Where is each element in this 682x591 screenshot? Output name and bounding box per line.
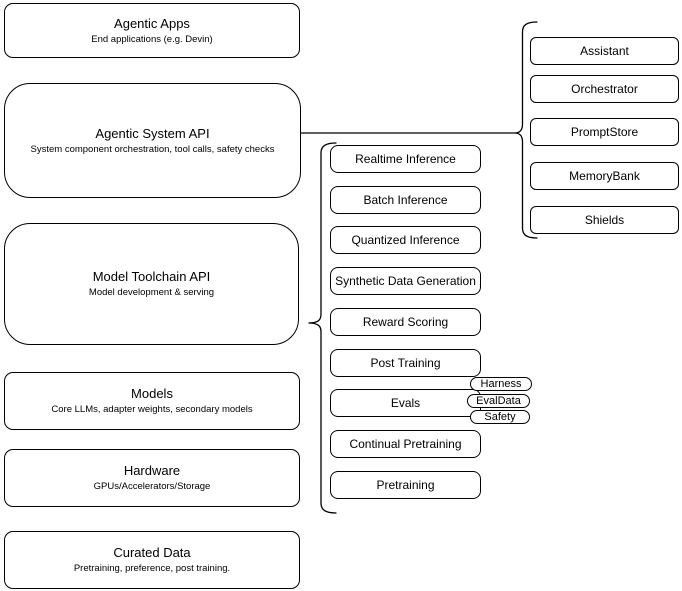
node-subtitle: GPUs/Accelerators/Storage <box>93 481 211 492</box>
eval-tag-evaldata: EvalData <box>467 394 530 408</box>
system-item-assistant: Assistant <box>530 37 679 65</box>
node-subtitle: Model development & serving <box>88 287 215 298</box>
node-subtitle: End applications (e.g. Devin) <box>91 33 213 45</box>
node-subtitle: Core LLMs, adapter weights, secondary mo… <box>51 404 253 415</box>
toolchain-item-reward-scoring: Reward Scoring <box>330 308 481 336</box>
toolchain-item-pretraining: Pretraining <box>330 471 481 499</box>
node-title: Agentic System API <box>95 125 210 141</box>
toolchain-item-batch-inference: Batch Inference <box>330 186 481 214</box>
system-item-promptstore: PromptStore <box>530 118 679 146</box>
node-agentic-system-api: Agentic System API System component orch… <box>4 83 301 198</box>
toolchain-item-evals: Evals <box>330 389 481 417</box>
node-model-toolchain-api: Model Toolchain API Model development & … <box>4 223 299 345</box>
node-title: Hardware <box>123 463 181 478</box>
toolchain-item-synthetic-data-generation: Synthetic Data Generation <box>330 267 481 295</box>
node-agentic-apps: Agentic Apps End applications (e.g. Devi… <box>4 3 300 58</box>
system-item-memorybank: MemoryBank <box>530 162 679 190</box>
node-title: Model Toolchain API <box>92 269 211 284</box>
node-subtitle: Pretraining, preference, post training. <box>73 563 231 574</box>
system-item-orchestrator: Orchestrator <box>530 75 679 103</box>
node-title: Agentic Apps <box>114 15 190 31</box>
node-subtitle: System component orchestration, tool cal… <box>30 143 275 155</box>
toolchain-item-continual-pretraining: Continual Pretraining <box>330 430 481 458</box>
eval-tag-safety: Safety <box>470 410 530 424</box>
node-curated-data: Curated Data Pretraining, preference, po… <box>4 531 300 589</box>
toolchain-item-realtime-inference: Realtime Inference <box>330 145 481 173</box>
eval-tag-harness: Harness <box>470 377 532 391</box>
node-hardware: Hardware GPUs/Accelerators/Storage <box>4 449 300 507</box>
node-title: Models <box>131 386 173 401</box>
toolchain-item-post-training: Post Training <box>330 349 481 377</box>
system-item-shields: Shields <box>530 206 679 234</box>
toolchain-item-quantized-inference: Quantized Inference <box>330 226 481 254</box>
node-models: Models Core LLMs, adapter weights, secon… <box>4 372 300 430</box>
node-title: Curated Data <box>113 545 191 560</box>
